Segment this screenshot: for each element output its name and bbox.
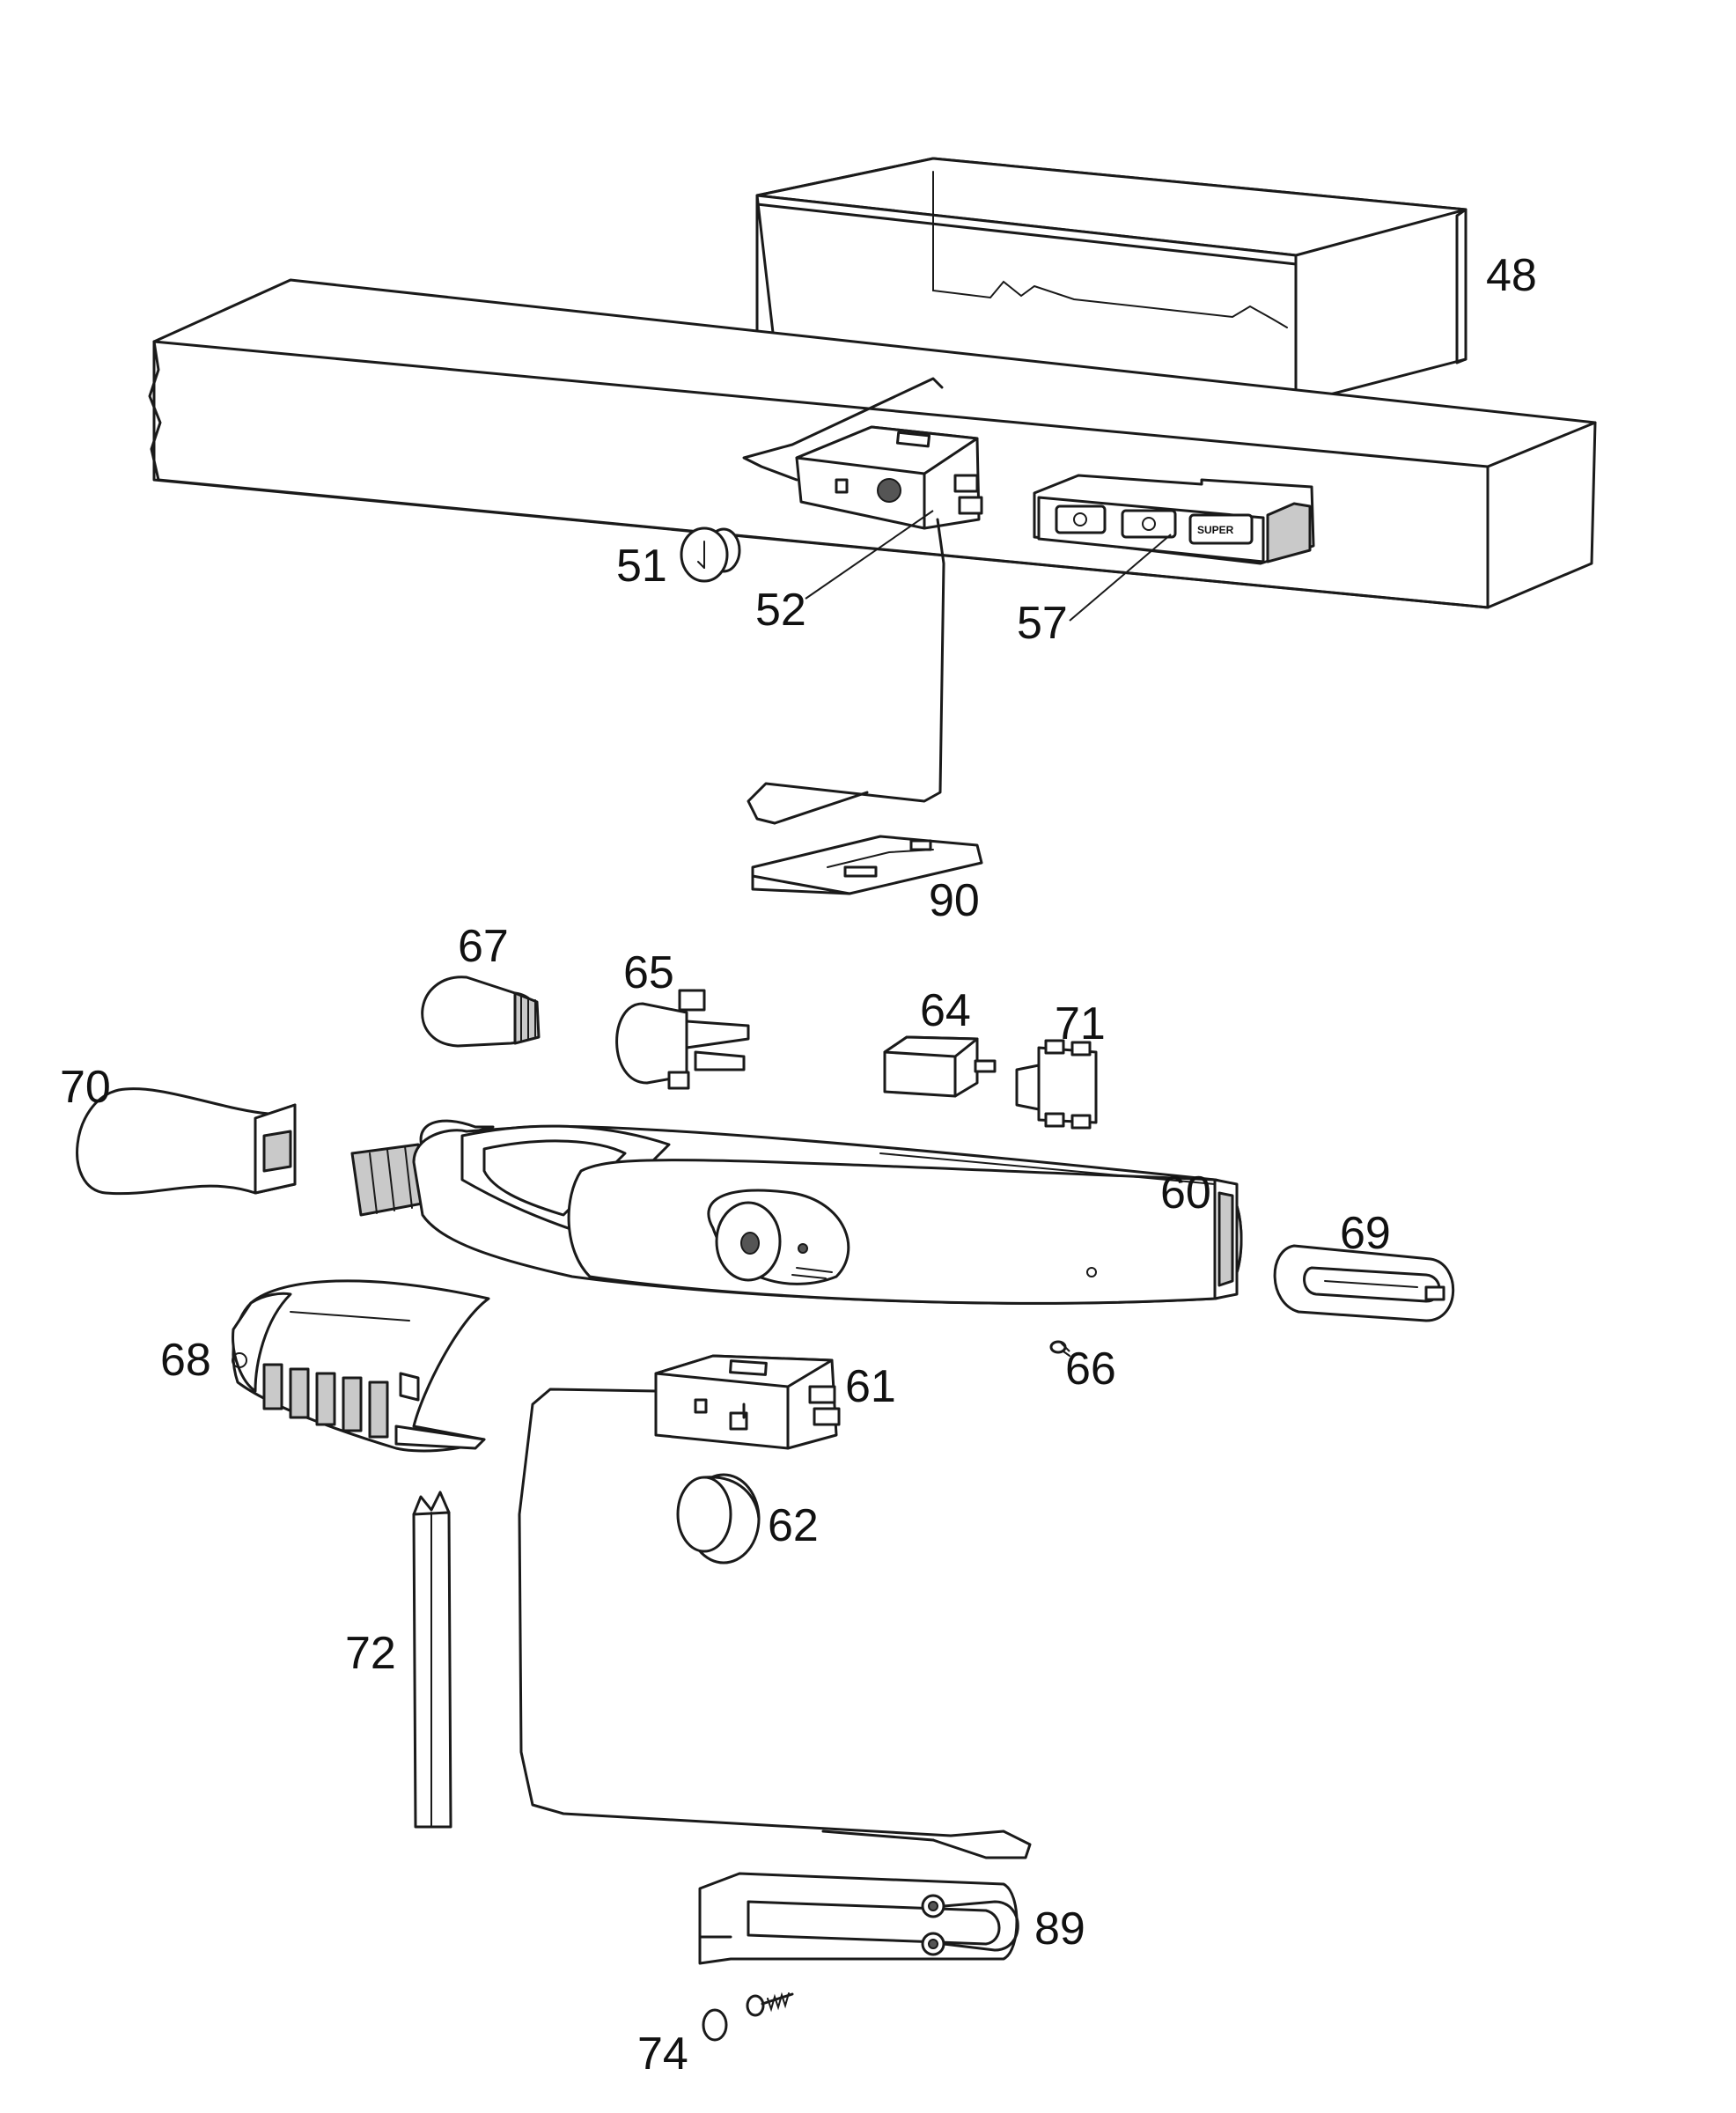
label-69: 69 [1340, 1208, 1391, 1259]
part-65-lamp-socket [615, 989, 750, 1090]
part-90-holder [751, 835, 983, 895]
label-71: 71 [1055, 998, 1106, 1049]
leader-57 [1069, 534, 1172, 622]
part-60-lamp-housing [350, 1119, 1243, 1305]
part-89-heater-clip [698, 1872, 1019, 1965]
part-51-knob [680, 526, 741, 583]
label-48: 48 [1486, 250, 1537, 301]
leader-66 [1060, 1342, 1070, 1352]
label-64: 64 [920, 985, 971, 1036]
part-72-seal-strip [412, 1491, 452, 1829]
label-90: 90 [929, 875, 980, 926]
panel-super-text: SUPER [1197, 524, 1234, 536]
part-67-bulb [421, 976, 541, 1048]
label-52: 52 [755, 585, 806, 636]
part-62-ring [676, 1473, 761, 1565]
label-68: 68 [160, 1335, 211, 1386]
label-67: 67 [458, 921, 509, 972]
part-61-thermostat [518, 1354, 1032, 1859]
label-62: 62 [768, 1500, 819, 1551]
part-74-screw-washer [702, 1992, 794, 2042]
part-68-louvered-cover [232, 1279, 490, 1453]
label-65: 65 [623, 947, 674, 998]
label-61: 61 [845, 1361, 896, 1412]
label-74: 74 [637, 2028, 688, 2080]
label-70: 70 [60, 1062, 111, 1113]
label-72: 72 [345, 1628, 396, 1679]
part-70-end-cap [76, 1087, 297, 1196]
leader-52 [805, 510, 934, 600]
label-60: 60 [1160, 1167, 1211, 1218]
part-64-switch [883, 1035, 997, 1098]
part-57-control-panel: SUPER [1033, 474, 1315, 565]
label-57: 57 [1017, 598, 1068, 649]
part-71-bracket [1015, 1039, 1098, 1130]
label-89: 89 [1034, 1903, 1085, 1955]
part-52-thermostat [742, 377, 983, 825]
label-51: 51 [616, 541, 667, 592]
part-69-lens-clip [1273, 1244, 1455, 1322]
label-66: 66 [1065, 1344, 1116, 1395]
